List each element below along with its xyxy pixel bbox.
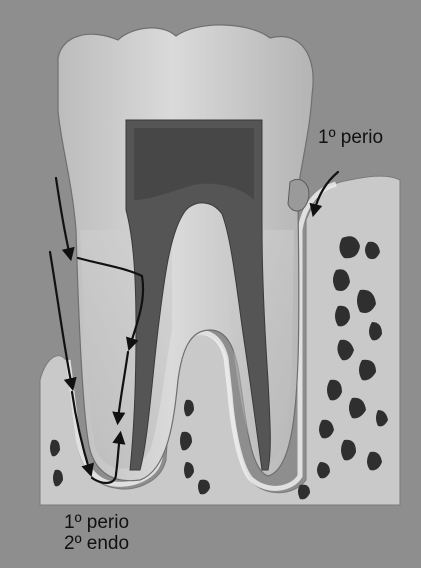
label-primary-perio-right: 1º perio	[318, 127, 383, 148]
calculus-deposit	[288, 179, 309, 211]
label-secondary-endo: 2º endo	[64, 533, 129, 554]
arrow-perio-left-outer	[56, 178, 70, 256]
label-perio-endo: 1º perio 2º endo	[64, 512, 129, 555]
label-primary-perio: 1º perio	[64, 512, 129, 533]
